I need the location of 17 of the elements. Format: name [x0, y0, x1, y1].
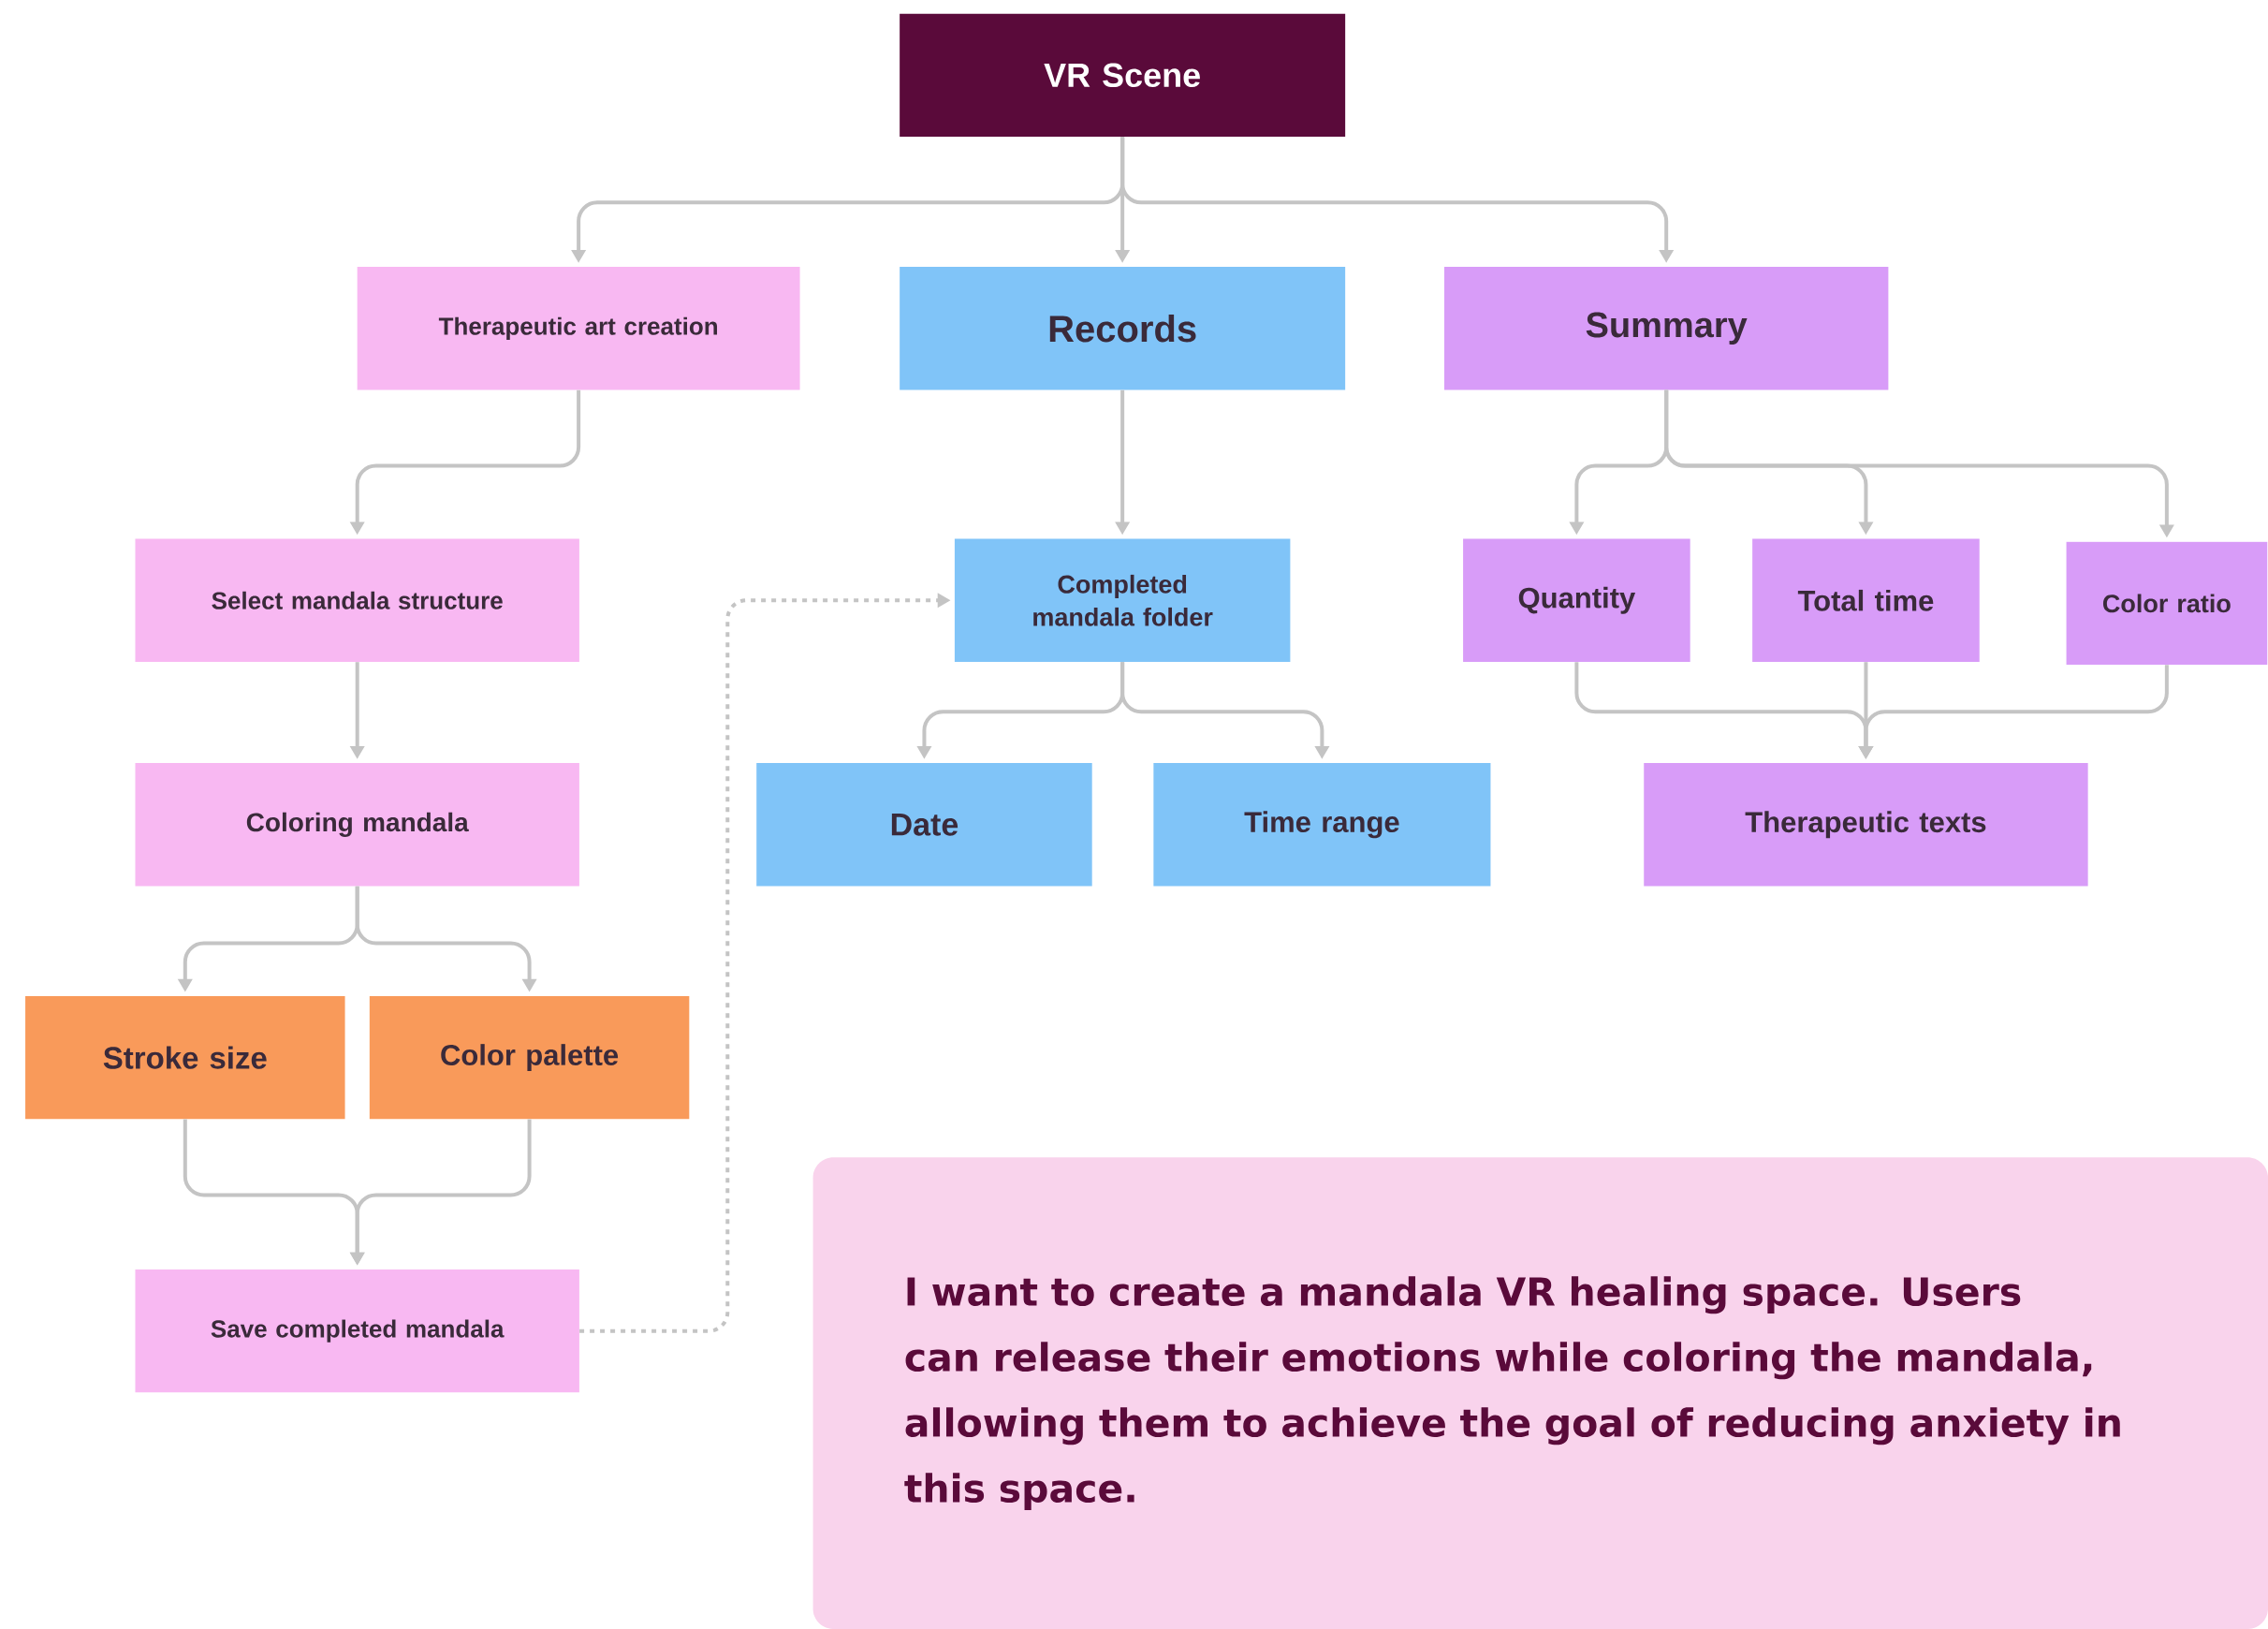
process-box: Completed mandala folder	[954, 538, 1291, 662]
process-box: Date	[756, 763, 1092, 887]
process-box: Therapeutic art creation	[357, 267, 800, 390]
process-box: Records	[900, 267, 1346, 390]
process-box: Total time	[1752, 538, 1980, 662]
process-box: Stroke size	[25, 995, 345, 1120]
process-box: Summary	[1444, 267, 1889, 390]
process-box: Therapeutic texts	[1644, 763, 2088, 887]
note-box: I want to create a mandala VR healing space. Users can release their emotions while coloring the mandala, allowing them to achieve the goal of reducing anxiety in this space.	[812, 1157, 2268, 1629]
process-box: Time range	[1153, 763, 1491, 887]
process-box: Quantity	[1463, 538, 1690, 662]
process-box: Select mandala structure	[135, 538, 579, 662]
process-box: Color palette	[369, 995, 690, 1120]
process-box: Coloring mandala	[135, 763, 579, 887]
process-box: Save completed mandala	[135, 1269, 579, 1393]
process-box: Color ratio	[2066, 541, 2268, 666]
title-box: VR Scene	[900, 13, 1346, 138]
